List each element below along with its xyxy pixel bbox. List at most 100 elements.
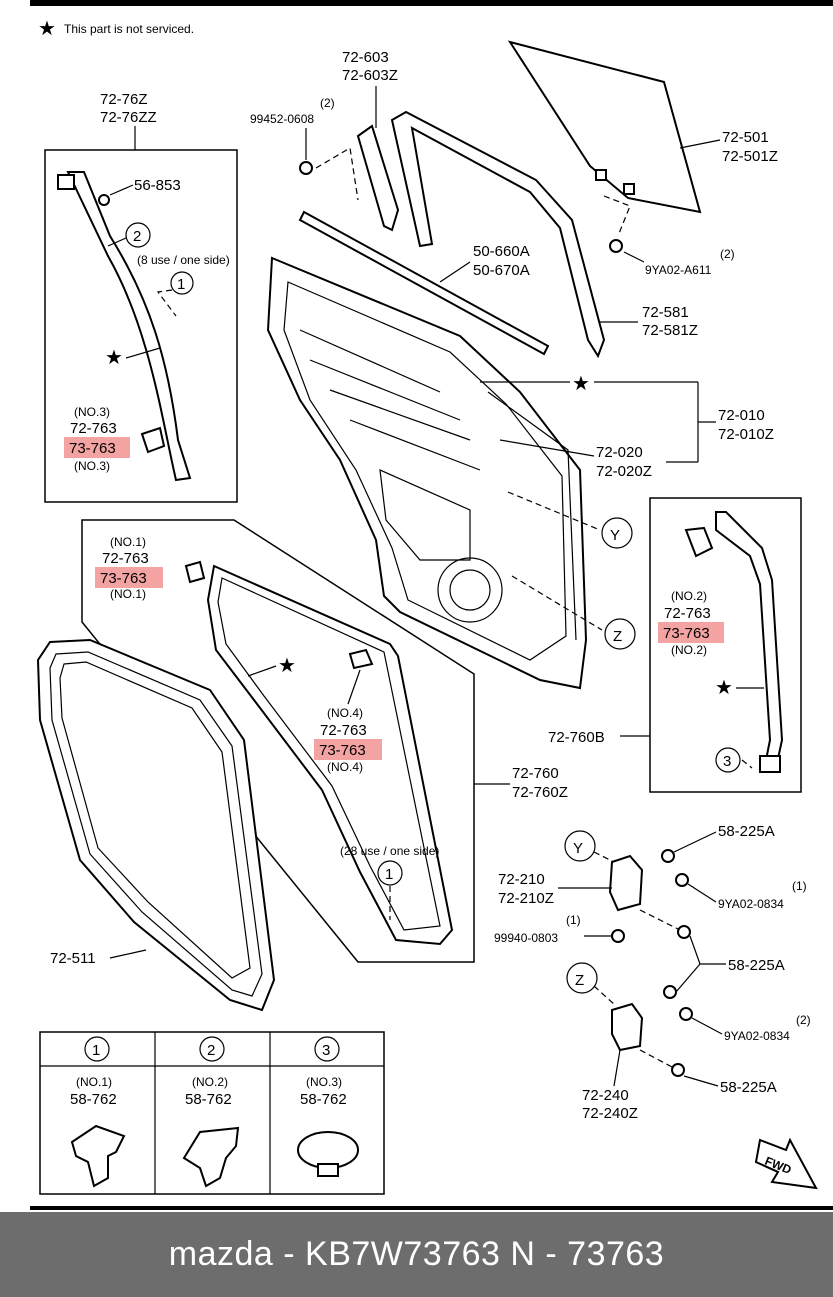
label-9ya02-0834-b: 9YA02-0834	[724, 1029, 790, 1043]
inset-72-760: (NO.1) 72-763 73-763 (NO.1) ★ (NO.4) 72-…	[81, 519, 568, 963]
clip-1-no: (NO.1)	[76, 1075, 112, 1089]
label-72-763-d: 72-763	[320, 722, 367, 739]
label-72-501z: 72-501Z	[722, 148, 778, 165]
star-icon: ★	[38, 18, 56, 40]
clip-3-part: 58-762	[300, 1091, 347, 1108]
label-no1-top: (NO.1)	[110, 535, 146, 549]
inset-72-760b: (NO.2) 72-763 73-763 (NO.2) ★ 3 72-760B	[548, 497, 802, 793]
label-28-use: (28 use / one side)	[340, 844, 439, 858]
label-99940-0803: 99940-0803	[494, 931, 558, 945]
nut-icon	[611, 929, 625, 943]
top-border	[30, 0, 833, 6]
door-shell-group: ★ 72-010 72-010Z 72-020 72-020Z Y Z	[266, 256, 774, 690]
lower-hinge	[611, 1002, 644, 1052]
bolt-icon	[661, 849, 675, 863]
clip-3-image	[297, 1131, 359, 1169]
label-72-581z: 72-581Z	[642, 322, 698, 339]
garnish-end	[57, 174, 75, 190]
parts-diagram: ★ This part is not serviced. 72-76Z 72-7…	[30, 0, 833, 1210]
label-72-501: 72-501	[722, 129, 769, 146]
garnish-part	[66, 171, 192, 482]
label-72-210z: 72-210Z	[498, 890, 554, 907]
callout-z-text: Z	[575, 972, 584, 989]
clip-1-num: 1	[92, 1042, 100, 1059]
label-72-763-b: 72-763	[102, 550, 149, 567]
star-icon: ★	[278, 655, 296, 677]
clip-2-icon	[199, 1036, 225, 1062]
callout-2-text: 2	[133, 228, 141, 245]
pad-part	[140, 426, 166, 454]
label-58-225a-3: 58-225A	[720, 1079, 777, 1096]
clip-2-no: (NO.2)	[192, 1075, 228, 1089]
hinge-group: Y 58-225A (1) 9YA02-0834 72-210 72-210Z …	[494, 823, 811, 1122]
inset-72-76z: 72-76Z 72-76ZZ 56-853 2 (8 use / one sid…	[44, 91, 238, 503]
label-72-020: 72-020	[596, 444, 643, 461]
label-72-240: 72-240	[582, 1087, 629, 1104]
label-72-010: 72-010	[718, 407, 765, 424]
label-72-603z: 72-603Z	[342, 67, 398, 84]
clip-2-num: 2	[207, 1042, 215, 1059]
star-icon: ★	[105, 347, 123, 369]
label-72-763-c: 72-763	[664, 605, 711, 622]
bolt-icon	[675, 873, 689, 887]
bolt-icon	[663, 985, 677, 999]
star-icon: ★	[572, 373, 590, 395]
label-72-210: 72-210	[498, 871, 545, 888]
label-56-853: 56-853	[134, 177, 181, 194]
label-72-763-a: 72-763	[70, 420, 117, 437]
label-9ya02-0834-a: 9YA02-0834	[718, 897, 784, 911]
label-50-660a: 50-660A	[473, 243, 530, 260]
bolt-icon	[679, 1007, 693, 1021]
callout-3-icon	[715, 747, 741, 773]
pad-part	[348, 648, 374, 670]
label-58-225a-1: 58-225A	[718, 823, 775, 840]
clip-3-icon	[314, 1036, 340, 1062]
label-73-763-d: 73-763	[319, 742, 366, 759]
label-72-240z: 72-240Z	[582, 1105, 638, 1122]
clip-1-part: 58-762	[70, 1091, 117, 1108]
callout-1-icon	[170, 271, 194, 295]
footer-banner: mazda - KB7W73763 N - 73763	[0, 1212, 833, 1297]
label-72-511: 72-511	[50, 950, 96, 967]
clip-3-no: (NO.3)	[306, 1075, 342, 1089]
clip-icon	[98, 194, 110, 206]
callout-3-text: 3	[723, 753, 731, 770]
clip-1-icon	[84, 1036, 110, 1062]
callout-y-icon	[601, 517, 633, 549]
label-qty-2-c: (2)	[796, 1013, 811, 1027]
glass-run-group: 72-603 72-603Z (2) 99452-0608 50-660A 50…	[250, 49, 698, 359]
label-58-225a-2: 58-225A	[728, 957, 785, 974]
clip-1-image	[70, 1124, 126, 1188]
star-icon: ★	[715, 677, 733, 699]
upper-hinge	[608, 854, 644, 912]
callout-1-icon	[377, 860, 403, 886]
body-weatherstrip: 72-511	[36, 638, 276, 1012]
label-9ya02-a611: 9YA02-A611	[645, 263, 712, 277]
callout-z-text: Z	[613, 628, 622, 645]
label-no4-bottom: (NO.4)	[327, 760, 363, 774]
label-72-76zz: 72-76ZZ	[100, 109, 157, 126]
clip-2-part: 58-762	[185, 1091, 232, 1108]
label-no2-bottom: (NO.2)	[671, 643, 707, 657]
fwd-arrow-icon: FWD	[754, 1137, 818, 1190]
label-72-010z: 72-010Z	[718, 426, 774, 443]
label-no3-bottom: (NO.3)	[74, 459, 110, 473]
door-shell	[266, 256, 588, 690]
label-no3-top: (NO.3)	[74, 405, 110, 419]
callout-y-text: Y	[610, 527, 620, 544]
callout-y-text: Y	[573, 840, 583, 857]
label-72-020z: 72-020Z	[596, 463, 652, 480]
label-no2-top: (NO.2)	[671, 589, 707, 603]
label-73-763-c: 73-763	[663, 625, 710, 642]
footer-text: mazda - KB7W73763 N - 73763	[168, 1235, 665, 1273]
label-72-603: 72-603	[342, 49, 389, 66]
label-72-760z: 72-760Z	[512, 784, 568, 801]
clip-table: 1 (NO.1) 58-762 2 (NO.2) 58-762 3 (NO.3)…	[39, 1031, 385, 1195]
label-qty-1-a: (1)	[792, 879, 807, 893]
label-qty-2-a: (2)	[320, 96, 335, 110]
label-72-76z: 72-76Z	[100, 91, 148, 108]
label-72-581: 72-581	[642, 304, 689, 321]
clip-3-num: 3	[322, 1042, 330, 1059]
label-72-760b: 72-760B	[548, 729, 605, 746]
bolt-icon	[671, 1063, 685, 1077]
